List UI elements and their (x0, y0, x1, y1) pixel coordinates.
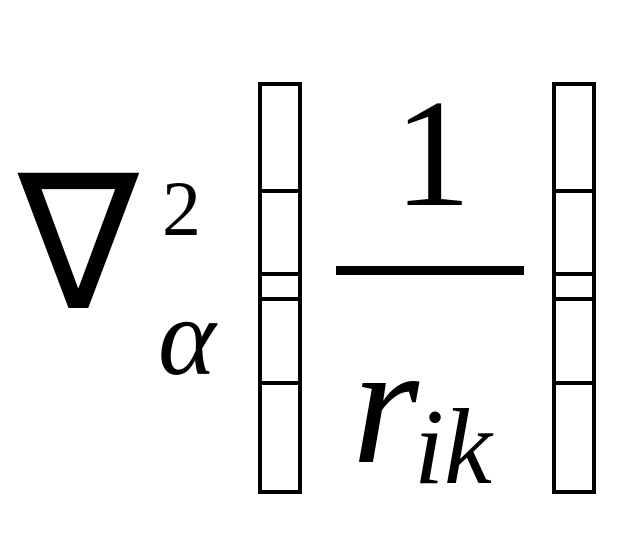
left-bracket-segment (258, 297, 302, 301)
right-bracket-segment (552, 381, 596, 385)
fraction-bar (336, 266, 524, 275)
left-bracket-segment (258, 381, 302, 385)
right-bracket-segment (552, 189, 596, 193)
left-bracket (258, 82, 302, 494)
fraction-denominator-subscript: ik (414, 388, 492, 507)
operator-superscript: 2 (162, 165, 201, 252)
right-bracket-segment (552, 272, 596, 276)
fraction-numerator: 1 (394, 69, 471, 239)
nabla-operator: ∇ (18, 134, 139, 353)
operator-subscript: α (158, 276, 216, 398)
left-bracket-segment (258, 272, 302, 276)
right-bracket-segment (552, 297, 596, 301)
left-bracket-segment (258, 189, 302, 193)
fraction-denominator-base: r (352, 310, 419, 500)
right-bracket (552, 82, 596, 494)
